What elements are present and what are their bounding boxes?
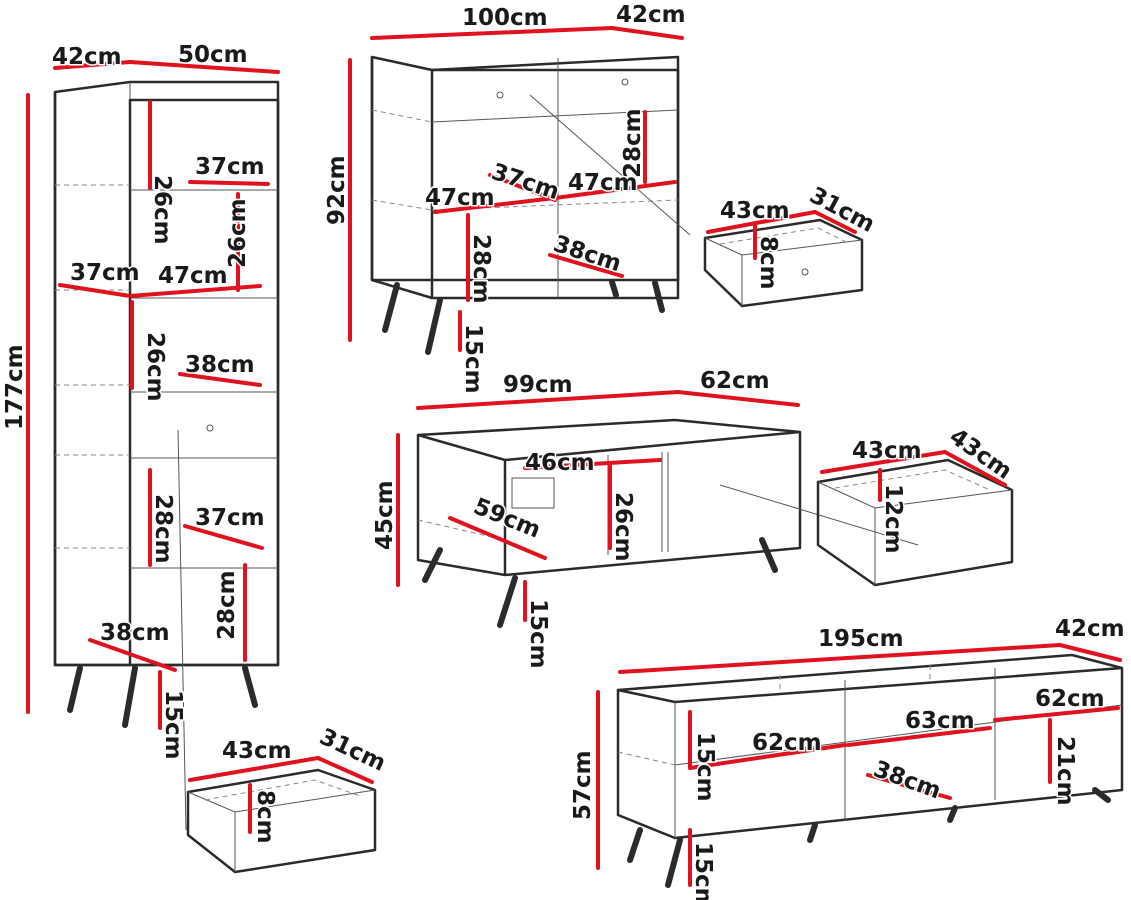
sideboard-lower-depth-label: 38cm <box>550 231 624 277</box>
sideboard-right-width-label: 47cm <box>568 170 638 196</box>
tv-right-height-label: 21cm <box>1052 736 1078 806</box>
coffee-drawer: 43cm 43cm 12cm <box>816 422 1018 587</box>
tall-bottom-depth-label: 38cm <box>100 620 170 646</box>
tall-leg-height-label: 15cm <box>160 690 186 760</box>
tv-right-width-label: 62cm <box>1035 686 1105 712</box>
coffee-drawer-height-label: 12cm <box>880 484 906 554</box>
tall-shelf-width-left-label: 37cm <box>70 260 140 286</box>
coffee-inner-depth-label: 59cm <box>470 493 544 543</box>
tv-stand: 195cm 42cm 57cm 15cm 62cm 63cm 62cm 21cm… <box>569 615 1127 900</box>
tall-shelf-width-right-label: 47cm <box>158 263 228 289</box>
coffee-drawer-width-label: 43cm <box>852 438 922 464</box>
coffee-inner-width-label: 46cm <box>525 450 595 476</box>
tall-shelf3-label: 26cm <box>142 332 168 402</box>
sideboard-drawer-width-label: 43cm <box>720 198 790 224</box>
tall-shelf2-label: 26cm <box>225 198 251 268</box>
tv-middle-width-label: 63cm <box>905 708 975 734</box>
coffee-width-label: 99cm <box>503 372 573 398</box>
tv-drawer-height-label: 15cm <box>692 732 718 802</box>
tall-shelf-depth1-label: 37cm <box>195 154 265 180</box>
tv-height-label: 57cm <box>570 750 596 820</box>
tall-drawer-height-label: 8cm <box>252 790 278 844</box>
sideboard-depth-label: 42cm <box>616 2 686 28</box>
tall-drawer-width-label: 43cm <box>222 738 292 764</box>
tv-shelf-depth-label: 38cm <box>870 756 944 804</box>
sideboard: 100cm 42cm 92cm 28cm 37cm 47cm 47cm 28cm… <box>323 1 691 395</box>
coffee-height-label: 45cm <box>372 480 398 550</box>
tv-width-label: 195cm <box>818 626 904 652</box>
sideboard-drawer-height-label: 8cm <box>755 236 781 290</box>
tall-lower-left-label: 28cm <box>150 494 176 564</box>
coffee-inner-height-label: 26cm <box>610 492 636 562</box>
tall-shelf1-label: 26cm <box>149 175 175 245</box>
sideboard-leg-height-label: 15cm <box>460 324 486 394</box>
coffee-leg-height-label: 15cm <box>525 599 551 669</box>
tall-drawer-depth-label: 31cm <box>315 724 389 777</box>
sideboard-drawer: 43cm 31cm 8cm <box>703 181 880 308</box>
sideboard-shelf-depth-label: 37cm <box>488 159 562 205</box>
sideboard-left-width-label: 47cm <box>425 185 495 211</box>
tv-depth-label: 42cm <box>1055 616 1125 642</box>
tall-drawer: 43cm 31cm 8cm <box>186 722 391 874</box>
sideboard-upper-right-label: 28cm <box>620 108 646 178</box>
sideboard-height-label: 92cm <box>324 155 350 225</box>
tall-shelf-depth2-label: 38cm <box>185 352 255 378</box>
tall-lower-right-label: 28cm <box>214 570 240 640</box>
tv-leg-height-label: 15cm <box>690 842 716 900</box>
tv-left-width-label: 62cm <box>752 730 822 756</box>
sideboard-width-label: 100cm <box>462 5 548 31</box>
coffee-table: 99cm 62cm 45cm 46cm 26cm 59cm 15cm <box>371 367 919 670</box>
tall-height-label: 177cm <box>2 344 28 430</box>
coffee-depth-label: 62cm <box>700 368 770 394</box>
tall-width-label: 50cm <box>178 42 248 68</box>
tall-lower-depth-label: 37cm <box>195 505 265 531</box>
sideboard-lower-height-label: 28cm <box>468 234 494 304</box>
tall-cabinet: 42cm 50cm 177cm 26cm 37cm 26cm 37cm 47cm… <box>1 41 280 831</box>
tall-depth-label: 42cm <box>52 44 122 70</box>
